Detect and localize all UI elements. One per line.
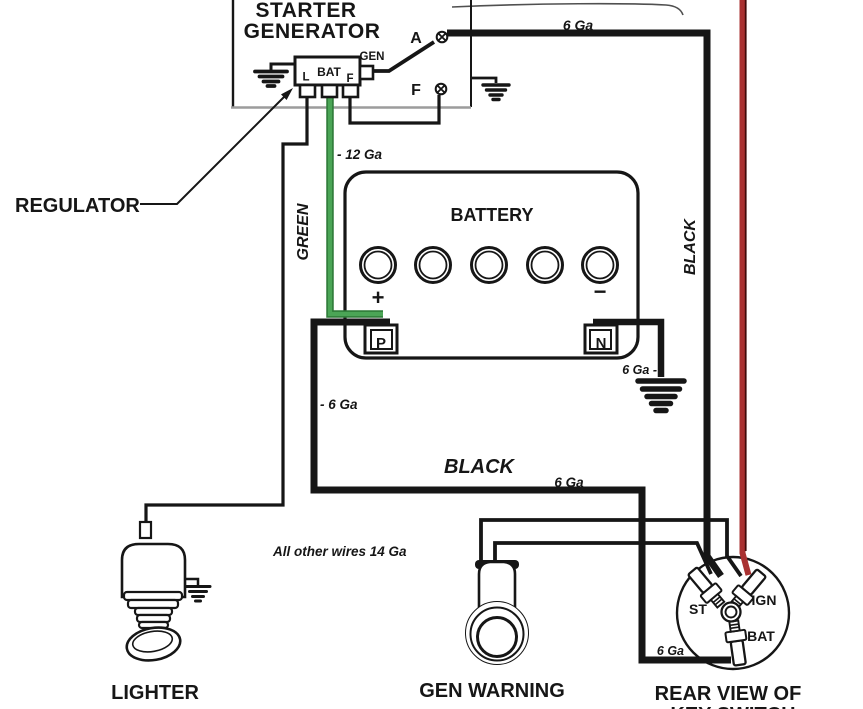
- regulator-terminal-f-label: F: [346, 73, 353, 85]
- battery-cap-icon: [359, 246, 397, 284]
- battery-cap-icon: [414, 246, 452, 284]
- gen-warning-caption: GEN WARNING: [419, 680, 565, 702]
- key-switch-terminal-bat: [724, 619, 748, 667]
- battery-posts: [363, 323, 619, 355]
- battery-negative-sign: −: [594, 279, 607, 304]
- regulator-terminal-l-label: L: [302, 72, 309, 84]
- generator-box-top-sketch-line: [451, 2, 684, 16]
- battery-body: [343, 170, 640, 360]
- regulator-callout-arrowhead-icon: [281, 88, 293, 100]
- generator-terminal-f-label: F: [411, 82, 421, 99]
- wire-label-black-horizontal: BLACK: [444, 456, 516, 478]
- wire-regulator-gen-to-generator-a: [373, 40, 436, 73]
- regulator: [293, 55, 375, 99]
- battery-cap-icon: [581, 246, 619, 284]
- starter-generator-box: [231, 0, 684, 107]
- wire-lighter-to-ground: [184, 577, 200, 585]
- wire-regulator-f-to-generator-f: [348, 95, 441, 125]
- lighter-component: [120, 520, 187, 662]
- battery-post-p-label: P: [376, 335, 386, 352]
- wire-gauge-note: All other wires 14 Ga: [272, 544, 407, 559]
- key-switch-st-label: ST: [689, 601, 707, 617]
- wire-lamp-to-switch-st: [493, 541, 713, 575]
- key-switch-ign-label: IGN: [752, 592, 777, 608]
- regulator-terminal-bat-label: BAT: [317, 65, 341, 79]
- wire-red-to-switch-ign: [739, 0, 752, 576]
- battery-cap-icon: [526, 246, 564, 284]
- battery-positive-sign: +: [372, 285, 385, 310]
- regulator-terminal-f: [341, 83, 360, 99]
- regulator-gen-tab: [358, 64, 375, 81]
- battery-title: BATTERY: [451, 205, 534, 225]
- wire-label-black-vertical: BLACK: [682, 218, 699, 275]
- gen-warning-lamp: [465, 560, 529, 665]
- key-switch-caption-cutoff: KEY SWITCH: [670, 704, 795, 709]
- wire-label-6ga-top: 6 Ga: [563, 17, 594, 33]
- wire-label-6ga-mid: 6 Ga: [554, 475, 584, 490]
- lamp-bezel-ring: [469, 606, 525, 662]
- wire-label-6ga-switch: 6 Ga: [657, 644, 684, 658]
- wire-regulator-to-ground: [269, 62, 295, 70]
- starter-generator-title-line1: STARTER: [255, 0, 356, 22]
- lighter-caption: LIGHTER: [111, 682, 199, 704]
- lamp-body: [477, 560, 517, 612]
- generator-terminal-a-stud-icon: [435, 30, 449, 44]
- lamp-lens: [476, 616, 518, 658]
- wire-green-regulator-bat-to-battery-pos: [327, 97, 383, 317]
- wire-label-6ga-left: - 6 Ga: [320, 397, 358, 412]
- wire-lamp-to-switch-ign: [479, 518, 743, 578]
- battery-cell-caps: [359, 246, 619, 284]
- regulator-gen-tab-label: GEN: [360, 51, 385, 63]
- ground-icon: [253, 69, 289, 88]
- ground-icon: [635, 378, 687, 414]
- diagram-labels: STARTER GENERATOR A F GEN L BAT F REGULA…: [15, 0, 801, 709]
- ground-icon: [184, 585, 212, 603]
- regulator-callout-label: REGULATOR: [15, 195, 140, 217]
- generator-terminal-f-stud-icon: [434, 82, 448, 96]
- lighter-body: [120, 542, 187, 599]
- wire-battery-pos-to-switch-bat: [310, 318, 731, 664]
- key-switch-terminals: [687, 566, 767, 667]
- ground-icon: [481, 83, 511, 102]
- wire-battery-neg-to-ground: [593, 318, 665, 377]
- key-switch-caption: REAR VIEW OF: [655, 683, 802, 705]
- wire-generator-a-to-switch-st: [447, 29, 724, 579]
- black-wires: [140, 29, 743, 664]
- regulator-callout-leader-line: [140, 95, 286, 205]
- regulator-terminal-l: [298, 83, 317, 99]
- wire-label-green: GREEN: [295, 203, 312, 260]
- battery-post-n-label: N: [596, 335, 607, 352]
- battery-cap-icon: [470, 246, 508, 284]
- lighter-terminal: [138, 520, 153, 540]
- regulator-terminal-bat: [320, 83, 339, 99]
- generator-terminal-a-label: A: [410, 30, 422, 47]
- lighter-rib: [126, 598, 180, 610]
- wire-regulator-l-to-lighter: [144, 97, 309, 525]
- wire-label-6ga-neg-ground: 6 Ga -: [622, 363, 657, 377]
- starter-generator-title-line2: GENERATOR: [244, 20, 381, 43]
- key-switch-bat-label: BAT: [747, 628, 775, 644]
- lighter-rib: [122, 590, 184, 602]
- wire-generator-to-ground: [471, 76, 498, 83]
- wire-label-12ga: - 12 Ga: [337, 147, 383, 162]
- key-switch-terminal-st: [687, 566, 726, 609]
